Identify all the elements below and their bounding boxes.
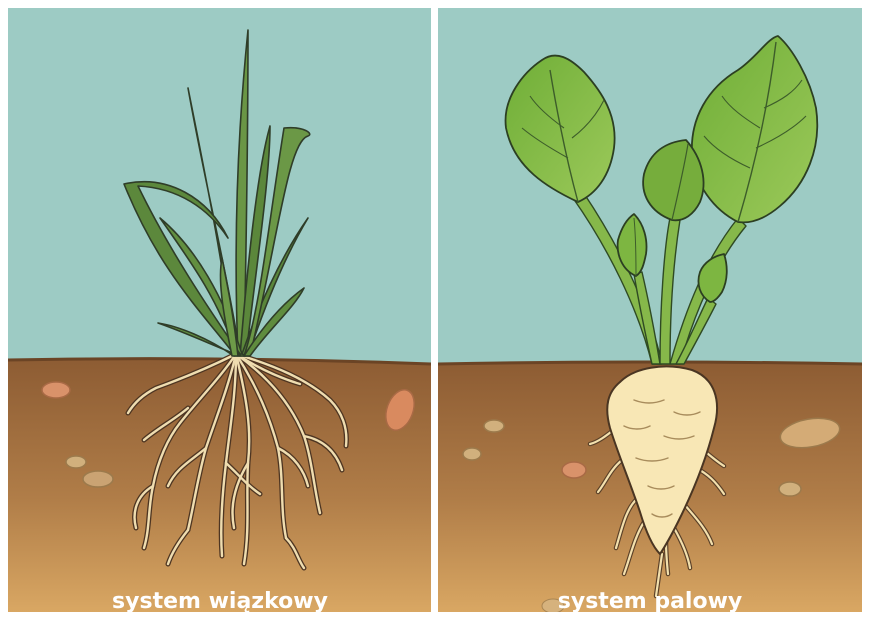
tap-root-illustration: system palowy xyxy=(438,8,862,612)
stone xyxy=(484,420,504,432)
stone xyxy=(779,482,801,496)
tap-root-panel: system palowy xyxy=(438,8,862,612)
panel-caption: system palowy xyxy=(558,589,742,612)
panel-caption: system wiązkowy xyxy=(112,589,328,612)
stone xyxy=(83,471,113,487)
fibrous-root-panel: system wiązkowy xyxy=(8,8,431,612)
stone xyxy=(42,382,70,398)
stone xyxy=(66,456,86,468)
soil xyxy=(8,359,431,612)
stone xyxy=(463,448,481,460)
fibrous-root-illustration: system wiązkowy xyxy=(8,8,431,612)
stone xyxy=(562,462,586,478)
